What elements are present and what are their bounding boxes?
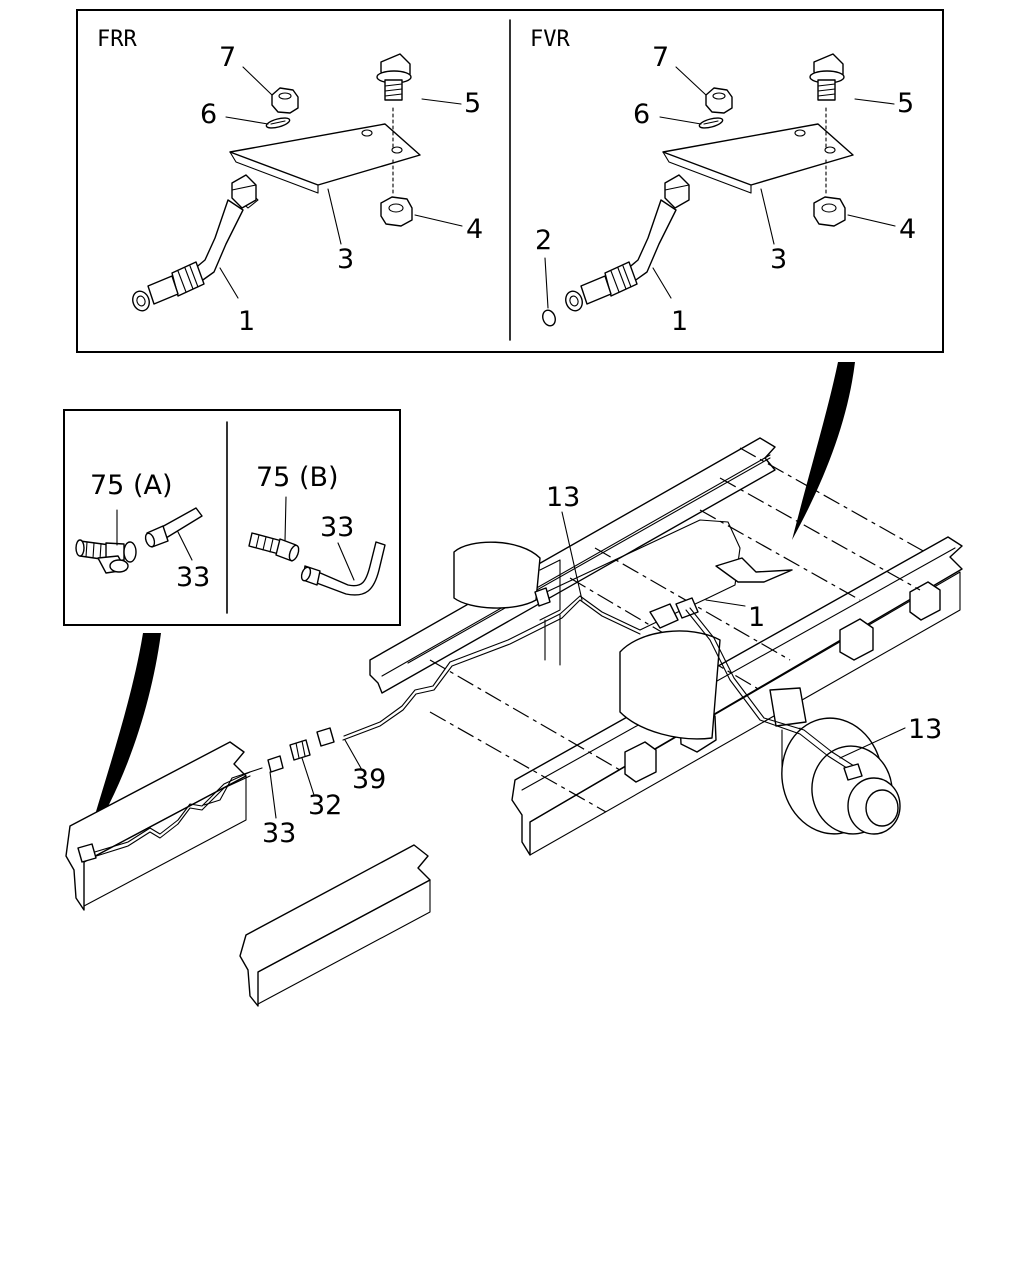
fvr-callout-4: 4 [899,214,916,245]
fvr-nut-7 [705,87,733,114]
frr-callout-5: 5 [464,88,481,119]
top-panel-pointer [792,362,855,540]
connector-panel: 75 (A) 33 75 (B) 33 [63,409,401,626]
frr-detail: FRR [97,27,483,337]
fvr-detail: FVR [530,27,916,337]
callout-13-right: 13 [908,714,942,745]
fvr-hose [565,174,690,312]
connector-75a [75,509,137,574]
fvr-callout-6: 6 [633,99,650,130]
callout-33-a: 33 [176,562,210,593]
frr-callout-7: 7 [219,42,236,73]
connector-panel-pointer [86,633,161,845]
fvr-callout-3: 3 [770,244,787,275]
frr-hose [132,174,259,312]
fvr-callout-1: 1 [671,306,688,337]
fvr-variant-label: FVR [530,27,570,52]
fvr-callout-7: 7 [652,42,669,73]
fvr-leaders [544,66,896,309]
pipe-33-b [300,541,386,596]
fvr-bolt [809,53,845,194]
frr-leaders [219,66,463,299]
frr-nut-7 [271,87,299,114]
detail-panel-top: FRR [76,9,944,353]
callout-75b: 75 (B) [256,462,339,493]
fvr-nut-4 [813,196,846,227]
frr-callout-1: 1 [238,306,255,337]
frr-callout-6: 6 [200,99,217,130]
frr-bolt [376,53,412,194]
chassis-frame [65,437,963,1007]
fvr-callout-5: 5 [897,88,914,119]
frr-bracket [229,123,421,194]
callout-39: 39 [352,764,386,795]
chassis-brake-lines [77,519,863,863]
fvr-callout-2: 2 [535,225,552,256]
callout-33-b: 33 [320,512,354,543]
pipe-33-a [144,507,203,561]
chassis-leaders [269,511,906,819]
callout-13-left: 13 [546,482,580,513]
callout-1-hose: 1 [748,602,765,633]
callout-32: 32 [308,790,342,821]
frr-variant-label: FRR [97,27,137,52]
frr-callout-4: 4 [466,214,483,245]
fvr-bracket [662,123,854,194]
connector-75b [248,496,300,562]
frr-callout-3: 3 [337,244,354,275]
fvr-washer-6 [698,117,724,129]
frr-washer-6 [265,117,291,129]
frr-nut-4 [380,196,413,227]
fvr-o-ring-2 [542,309,556,327]
callout-33-main: 33 [262,818,296,849]
callout-75a: 75 (A) [90,470,172,501]
